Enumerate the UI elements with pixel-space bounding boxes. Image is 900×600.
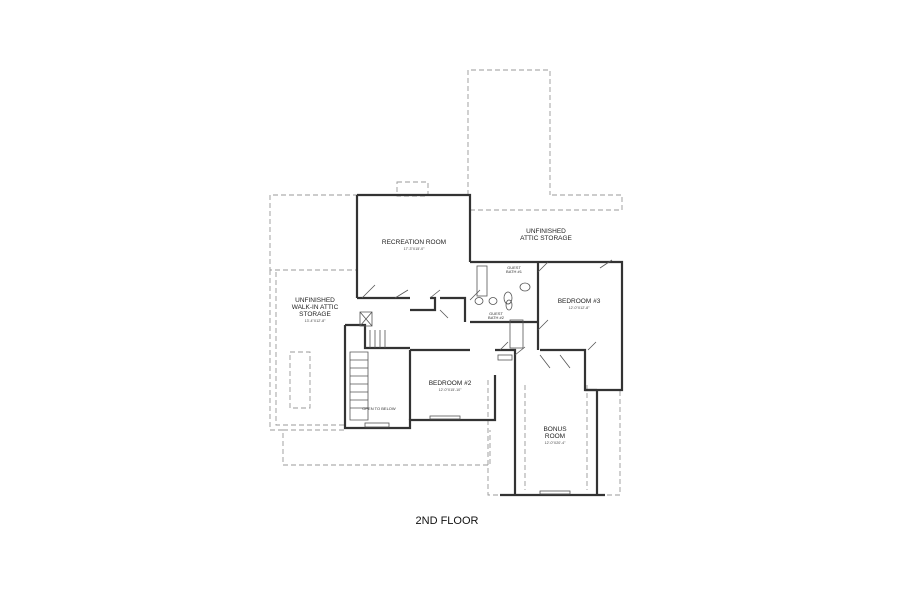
svg-text:UNFINISHED: UNFINISHED [526, 228, 566, 235]
staircase [349, 330, 386, 421]
svg-text:STORAGE: STORAGE [299, 311, 331, 318]
floor-title: 2ND FLOOR [416, 515, 479, 527]
svg-text:BEDROOM #3: BEDROOM #3 [558, 298, 601, 305]
room-recreation: RECREATION ROOM 17'-3"X15'-0" [382, 239, 446, 251]
room-bedroom-3: BEDROOM #3 12'-0"X12'-8" [558, 298, 601, 310]
room-bedroom-2: BEDROOM #2 12'-0"X15'-10" [429, 380, 472, 392]
room-open-below: OPEN TO BELOW [362, 406, 396, 411]
toilet-1 [503, 291, 513, 305]
room-guest-bath-2: GUEST BATH #2 [488, 311, 505, 320]
svg-text:BATH #2: BATH #2 [488, 315, 505, 320]
walls [343, 193, 624, 497]
svg-text:12'-0"X15'-10": 12'-0"X15'-10" [439, 388, 462, 392]
svg-text:12'-0"X20'-4": 12'-0"X20'-4" [545, 441, 566, 445]
svg-text:BEDROOM #2: BEDROOM #2 [429, 380, 472, 387]
chimney-chase [359, 311, 373, 327]
svg-text:WALK-IN ATTIC: WALK-IN ATTIC [292, 304, 339, 311]
svg-text:BONUS: BONUS [543, 426, 567, 433]
room-attic-right: UNFINISHED ATTIC STORAGE [520, 228, 572, 242]
svg-text:ATTIC STORAGE: ATTIC STORAGE [520, 235, 572, 242]
sink-3 [488, 297, 498, 305]
sink-2 [474, 297, 484, 305]
svg-text:UNFINISHED: UNFINISHED [295, 297, 335, 304]
room-name: RECREATION ROOM [382, 239, 446, 246]
room-bonus: BONUS ROOM 12'-0"X20'-4" [543, 426, 567, 445]
dashed-outlines [269, 69, 623, 496]
room-guest-bath-1: GUEST BATH #1 [506, 265, 523, 274]
sink-1 [519, 282, 531, 292]
toilet-2 [505, 299, 513, 311]
svg-text:ROOM: ROOM [545, 433, 565, 440]
svg-text:BATH #1: BATH #1 [506, 269, 523, 274]
svg-text:OPEN TO BELOW: OPEN TO BELOW [362, 406, 396, 411]
svg-text:GUEST: GUEST [489, 311, 503, 316]
svg-text:13'-4"X12'-8": 13'-4"X12'-8" [305, 319, 326, 323]
svg-text:GUEST: GUEST [507, 265, 521, 270]
room-attic-left: UNFINISHED WALK-IN ATTIC STORAGE 13'-4"X… [292, 297, 339, 323]
svg-text:12'-0"X12'-8": 12'-0"X12'-8" [569, 306, 590, 310]
bathtub-2 [509, 319, 524, 349]
bathtub-1 [476, 265, 488, 297]
room-dim: 17'-3"X15'-0" [404, 247, 425, 251]
fixtures [349, 259, 613, 495]
